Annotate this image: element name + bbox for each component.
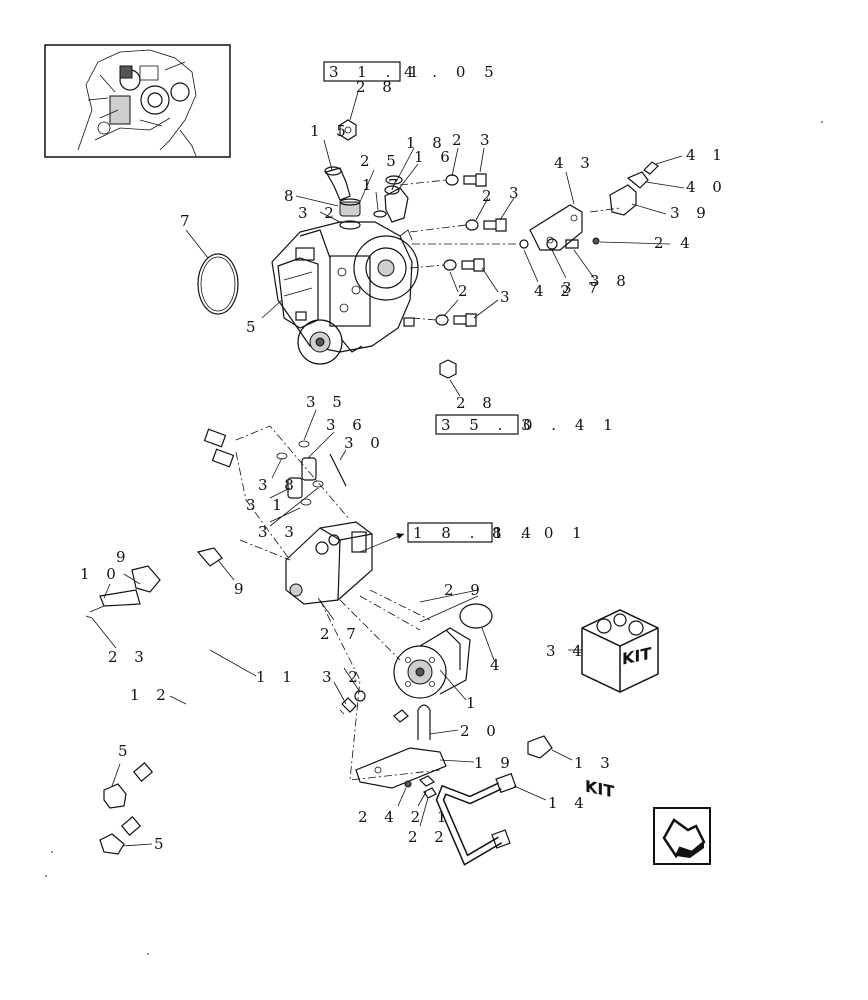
ref-boxed-text: 1 8 . 1 4 [413,524,538,542]
label-5-top: 5 [246,318,262,336]
label-32-low-a: 3 2 [322,668,364,686]
label-38-top: 3 8 [590,272,632,290]
bolt-washer-32-lower[interactable] [339,690,409,723]
elbow-fitting-5a[interactable] [103,783,127,809]
valve-cartridges-33-36[interactable] [276,440,347,506]
label-5-mid: 5 [118,742,134,760]
elbow-fitting-5b[interactable] [99,833,125,855]
kit-box-icon[interactable]: KIT KIT [581,609,659,802]
label-28-bottom: 2 8 [456,394,498,412]
label-8: 8 [284,187,300,205]
stray-dots [45,121,823,955]
ref-rest-text: 4 . 0 5 [404,63,501,81]
label-34: 3 4 [546,642,588,660]
label-32-top: 3 2 [298,204,340,222]
elbow-fitting-15[interactable] [324,166,351,201]
label-35: 3 5 [306,393,348,411]
label-39: 3 9 [670,204,712,222]
label-43: 4 3 [554,154,596,172]
label-3-mid: 3 [509,184,525,202]
label-4: 4 [490,656,506,674]
label-30: 3 0 [344,434,386,452]
reference-31-1-4-05[interactable]: 3 1 . 1 4 . 0 5 [323,61,501,82]
ref-boxed-text: 3 1 . 1 [329,63,426,81]
label-36: 3 6 [326,416,368,434]
hose-11[interactable] [128,439,214,831]
label-14: 1 4 [548,794,590,812]
label-27: 2 7 [320,625,362,643]
oring-4[interactable] [459,603,493,629]
label-37: 3 7 [562,279,604,297]
label-20: 2 0 [460,722,502,740]
leader-lines [91,91,685,847]
label-28-top: 2 8 [356,78,398,96]
label-13: 1 3 [574,754,616,772]
hydraulic-pump[interactable] [271,221,419,365]
clamp-9-10[interactable] [85,547,223,619]
part-labels: 2 8 1 5 1 8 2 3 2 5 1 6 1 7 8 3 2 2 3 4 … [80,78,728,853]
label-3-top: 3 [480,131,496,149]
label-24-21: 2 4 2 1 [358,808,452,826]
ref-rest-text: 8 . 0 1 [492,524,589,542]
label-15: 1 5 [310,122,352,140]
label-1: 1 [466,694,482,712]
plug-8[interactable] [339,198,361,217]
nuts-21-22-24[interactable] [404,775,437,799]
label-17: 1 7 [362,176,404,194]
fitting-13[interactable] [527,735,553,759]
navigation-arrow-icon[interactable] [653,807,711,865]
label-42-top: 4 2 [534,282,576,300]
label-25: 2 5 [360,152,402,170]
label-33: 3 3 [258,523,300,541]
u-bolt-20[interactable] [417,704,431,740]
machine-overview-icon [77,49,197,157]
sensor-bracket-39-40-41[interactable] [592,161,659,245]
label-40: 4 0 [686,178,728,196]
hose-end-fittings[interactable] [120,428,235,836]
hydraulic-motor-1[interactable] [393,627,471,699]
oring-7[interactable] [197,253,239,315]
label-3-low: 3 [500,288,516,306]
label-41: 4 1 [686,146,728,164]
reference-35-3-0-41[interactable]: 3 5 . 3 0 . 4 1 [435,414,620,435]
label-2-mid: 2 [482,187,498,205]
hose-12[interactable] [118,459,224,832]
ref-boxed-text: 3 5 . 3 [441,416,538,434]
label-9-right: 9 [234,580,250,598]
label-7: 7 [180,212,196,230]
label-16: 1 6 [414,148,456,166]
arrow-head-icon [396,533,404,539]
label-10: 1 0 [80,565,122,583]
nut-28-bottom[interactable] [439,359,457,379]
oring-25[interactable] [385,175,403,185]
label-12: 1 2 [130,686,172,704]
label-2-low: 2 [458,282,474,300]
oring-17[interactable] [373,210,387,218]
reference-18-148-01[interactable]: 1 8 . 1 4 8 . 0 1 [359,522,589,553]
bracket-43[interactable] [412,204,621,251]
nut-28-top[interactable] [339,119,357,141]
label-24-top: 2 4 [654,234,696,252]
label-29: 2 9 [444,581,486,599]
tube-14[interactable] [435,772,517,866]
oring-32[interactable] [339,220,361,230]
label-2-top: 2 [452,131,468,149]
label-31: 3 1 [246,496,288,514]
valve-group-dash-lines [235,425,441,781]
label-5-bottom: 5 [154,835,170,853]
label-11: 1 1 [256,668,298,686]
valve-block-27[interactable] [285,521,373,605]
label-18: 1 8 [406,134,448,152]
label-38-mid: 3 8 [258,476,300,494]
label-23: 2 3 [108,648,150,666]
washer-bolt-set-top[interactable] [399,173,507,327]
bracket-19[interactable] [355,747,447,789]
label-19: 1 9 [474,754,516,772]
ref-rest-text: 0 . 4 1 [523,416,620,434]
label-22: 2 2 [408,828,450,846]
label-9-left: 9 [116,548,132,566]
overview-thumbnail[interactable] [44,44,231,158]
